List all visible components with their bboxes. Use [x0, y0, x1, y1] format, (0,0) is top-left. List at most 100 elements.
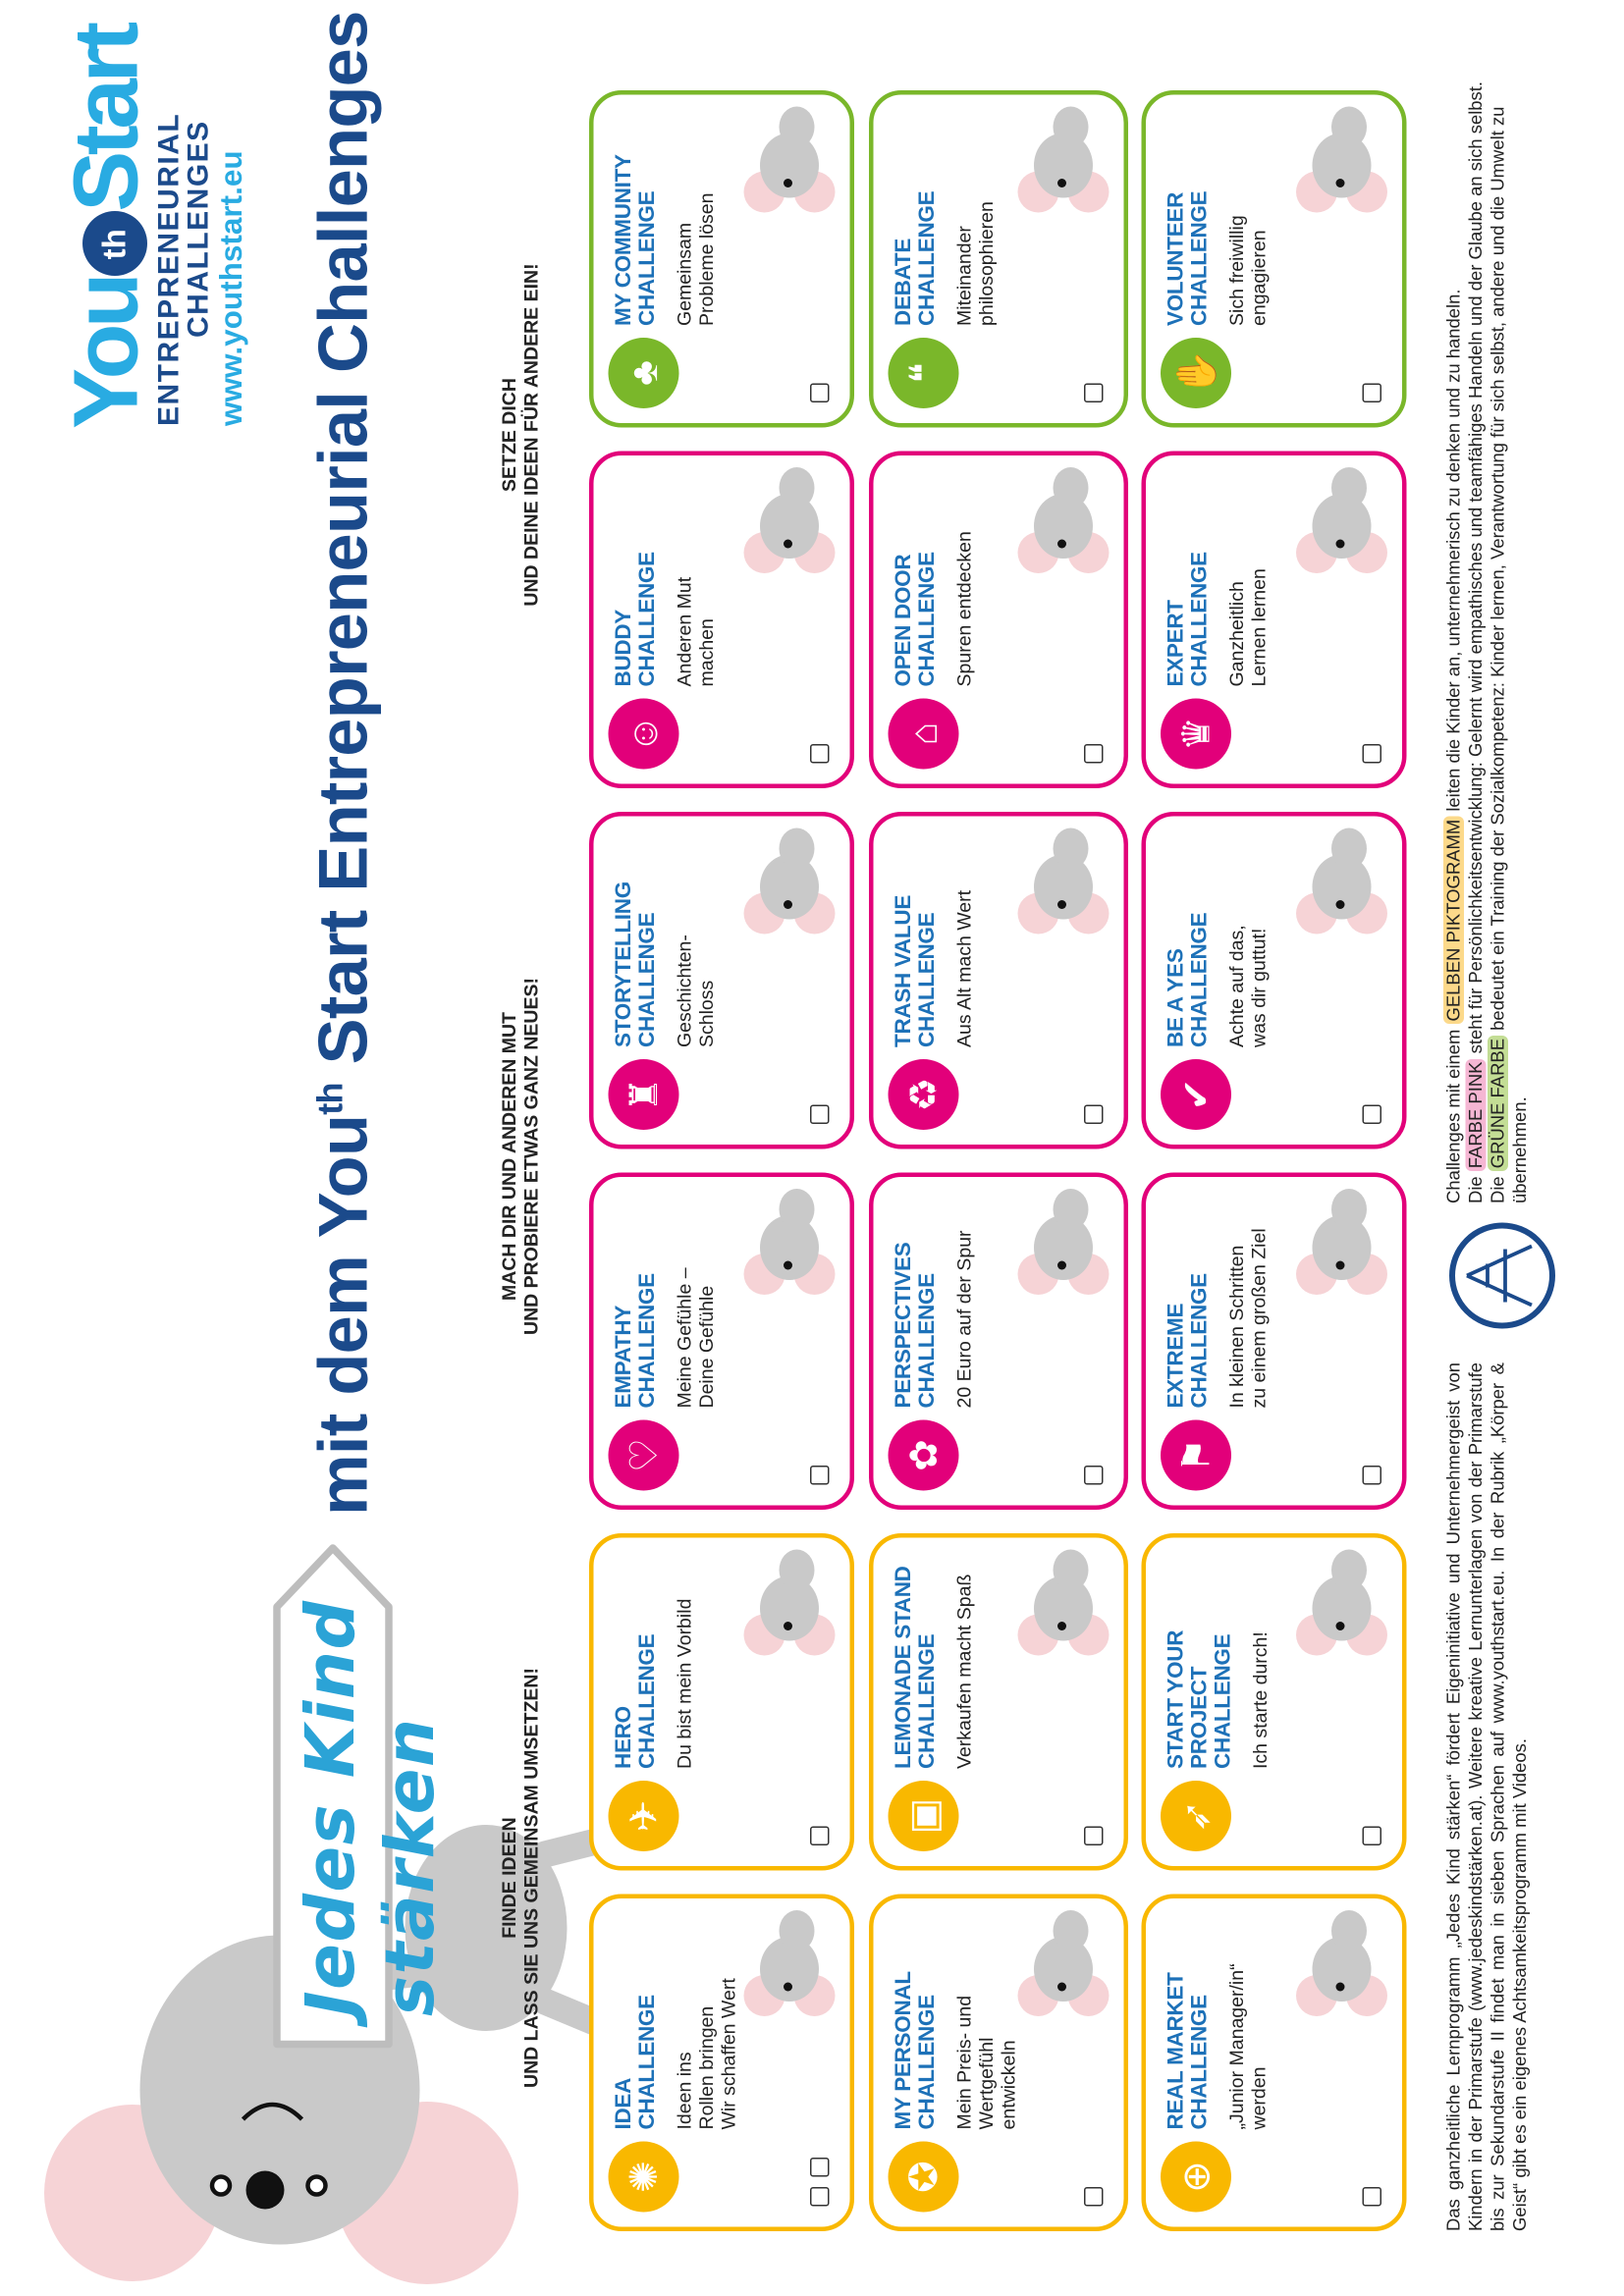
title-part: Start Entrepreneurial Challenges Program…: [303, 0, 382, 1084]
challenge-description: „Junior Manager/in“ werden: [1225, 1963, 1270, 2130]
completion-checkbox[interactable]: [810, 1104, 830, 1124]
challenge-title: BE A YES CHALLENGE: [1164, 912, 1213, 1047]
mouse-illustration: [1017, 828, 1110, 934]
challenge-title: LEMONADE STAND CHALLENGE: [891, 1566, 941, 1769]
challenge-title: REAL MARKET CHALLENGE: [1164, 1972, 1213, 2130]
challenge-description: Geschichten- Schloss: [673, 934, 718, 1047]
footer-right-text: Challenges mit einem GELBEN PIKTOGRAMM l…: [1443, 80, 1531, 1203]
completion-checkbox[interactable]: [1084, 2187, 1104, 2207]
logo-challenges: CHALLENGES: [183, 120, 215, 338]
completion-checkbox[interactable]: [810, 744, 830, 764]
completion-checkbox[interactable]: [1362, 1466, 1381, 1485]
sign-text: Jedes Kind stärken: [290, 1599, 450, 2016]
completion-checkbox[interactable]: [1362, 1826, 1381, 1845]
completion-checkbox[interactable]: [1084, 383, 1104, 402]
logo-url[interactable]: www.youthstart.eu: [215, 150, 249, 426]
globe-people-icon: ✿: [888, 1419, 959, 1491]
challenge-description: Achte auf das, was dir guttut!: [1225, 925, 1270, 1047]
highlight-green: GRÜNE FARBE: [1488, 1035, 1508, 1172]
header-green: SETZE DICH UND DEINE IDEEN FÜR ANDERE EI…: [498, 263, 542, 607]
title-part: mit dem You: [303, 1114, 382, 1516]
stand-icon: ▣: [888, 1781, 959, 1851]
logo-th-badge: th: [82, 211, 147, 277]
globe-icon: ⊕: [1161, 2141, 1231, 2213]
completion-checkbox[interactable]: [1084, 1466, 1104, 1485]
challenge-title: IDEA CHALLENGE: [611, 1995, 661, 2130]
challenge-description: Spuren entdecken: [952, 531, 976, 687]
mouse-illustration: [1296, 828, 1387, 934]
sign-board: Jedes Kind stärken: [270, 1544, 450, 2049]
flying-hero-icon: ✈: [608, 1781, 679, 1851]
completion-checkbox[interactable]: [1084, 744, 1104, 764]
mouse-illustration: [743, 1189, 836, 1295]
rocket-icon: ➶: [1161, 1781, 1231, 1851]
mouse-illustration: [1017, 106, 1110, 213]
challenge-title: OPEN DOOR CHALLENGE: [891, 552, 941, 687]
challenge-description: Miteinander philosophieren: [952, 201, 998, 326]
challenge-title: MY PERSONAL CHALLENGE: [891, 1971, 941, 2130]
challenge-description: Ich starte durch!: [1249, 1631, 1272, 1769]
lightbulb-icon: ✺: [608, 2141, 679, 2213]
completion-checkbox[interactable]: [1362, 2187, 1381, 2207]
logo-start: Start: [56, 26, 158, 212]
completion-checkbox[interactable]: [1362, 383, 1381, 402]
challenge-title: START YOUR PROJECT CHALLENGE: [1164, 1629, 1236, 1769]
completion-checkbox[interactable]: [1084, 1826, 1104, 1845]
highlight-yellow: GELBEN PIKTOGRAMM: [1443, 816, 1464, 1025]
mouse-illustration: [1296, 467, 1387, 573]
mouse-illustration: [1296, 1910, 1387, 2016]
graduation-cap-icon: ♛: [1161, 698, 1231, 770]
challenge-title: BUDDY CHALLENGE: [611, 552, 661, 687]
challenge-description: Gemeinsam Probleme lösen: [673, 192, 718, 326]
thumbs-up-icon: ✔: [1161, 1059, 1231, 1130]
challenge-description: In kleinen Schritten zu einem großen Zie…: [1225, 1228, 1270, 1409]
challenge-description: Anderen Mut machen: [673, 576, 718, 687]
challenge-title: STORYTELLING CHALLENGE: [611, 881, 661, 1047]
completion-checkbox[interactable]: [1362, 1104, 1381, 1124]
challenge-title: HERO CHALLENGE: [611, 1633, 661, 1769]
title-superscript: th: [311, 1083, 352, 1115]
piggy-bank-icon: ✪: [888, 2141, 959, 2213]
completion-checkbox[interactable]: [810, 1466, 830, 1485]
challenge-title: EMPATHY CHALLENGE: [611, 1273, 661, 1409]
challenge-description: Ideen ins Rollen bringen Wir schaffen We…: [673, 1978, 740, 2130]
completion-checkbox[interactable]: [810, 2187, 830, 2207]
challenge-description: Meine Gefühle – Deine Gefühle: [673, 1267, 718, 1409]
challenge-description: 20 Euro auf der Spur: [952, 1230, 976, 1409]
challenge-description: Aus Alt mach Wert: [952, 889, 976, 1047]
mouse-illustration: [1296, 106, 1387, 213]
completion-checkbox[interactable]: [1362, 744, 1381, 764]
challenge-card: ▣ LEMONADE STAND CHALLENGE Verkaufen macht…: [869, 1533, 1128, 1871]
challenge-title: EXTREME CHALLENGE: [1164, 1273, 1213, 1409]
completion-checkbox[interactable]: [1084, 1104, 1104, 1124]
mouse-illustration: [743, 1549, 836, 1656]
completion-checkbox[interactable]: [810, 383, 830, 402]
challenge-description: Ganzheitlich Lernen lernen: [1225, 568, 1270, 687]
challenge-description: Verkaufen macht Spaß: [952, 1574, 976, 1769]
completion-checkbox[interactable]: [810, 1826, 830, 1845]
challenge-title: VOLUNTEER CHALLENGE: [1164, 190, 1213, 326]
mouse-illustration: [743, 106, 836, 213]
highlight-pink: FARBE PINK: [1465, 1058, 1487, 1172]
castle-icon: ♜: [608, 1059, 679, 1130]
footer-left-text: Das ganzheitliche Lernprogramm „Jedes Ki…: [1443, 1362, 1531, 2231]
challenge-card: ➶ START YOUR PROJECT CHALLENGE Ich starte …: [1141, 1533, 1407, 1871]
challenge-card: ⊕ REAL MARKET CHALLENGE „Junior Manager/in…: [1141, 1894, 1407, 2231]
challenge-description: Mein Preis- und Wertgefühl entwickeln: [952, 1995, 1020, 2130]
mouse-illustration: [743, 1910, 836, 2016]
challenge-title: EXPERT CHALLENGE: [1164, 552, 1213, 687]
challenge-card: ✔ BE A YES CHALLENGE Achte auf das, was di…: [1141, 812, 1407, 1149]
challenge-description: Sich freiwillig engagieren: [1225, 215, 1270, 326]
completion-checkbox[interactable]: [810, 2158, 830, 2177]
community-icon: ♣: [608, 338, 679, 408]
house-icon: ⌂: [888, 698, 959, 770]
